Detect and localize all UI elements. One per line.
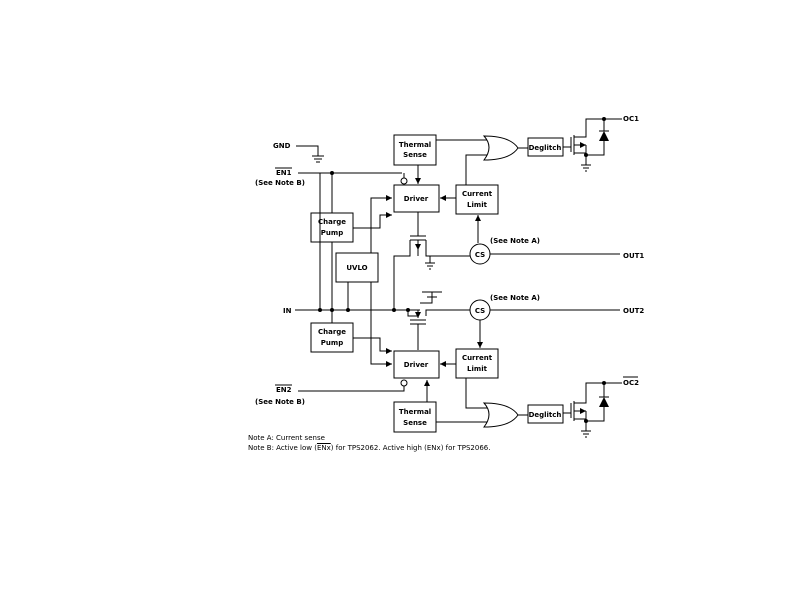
note-b: Note B: Active low (ENx) for TPS2062. Ac…	[248, 443, 490, 453]
ground-icon	[581, 164, 591, 172]
ground-icon	[581, 430, 591, 438]
ground-icon	[425, 262, 435, 270]
current-limit-1-line1: Current	[462, 190, 493, 198]
charge-pump-2-line2: Pump	[321, 339, 343, 347]
pin-out1-label: OUT1	[623, 252, 644, 260]
current-limit-2-line2: Limit	[467, 365, 488, 373]
ground-icon	[422, 291, 442, 298]
thermal-sense-1-block	[393, 134, 437, 166]
oc1-output-transistor	[570, 118, 622, 165]
power-switch-1-transistor	[393, 235, 470, 310]
cs-1-note: (See Note A)	[490, 237, 540, 245]
en2-wire	[298, 386, 405, 392]
en1-inverter-bubble	[400, 177, 408, 185]
thermal-sense-1-line2: Sense	[403, 151, 427, 159]
pin-en2-note: (See Note B)	[255, 398, 305, 406]
limit-to-or-1-wire	[465, 154, 490, 185]
uvlo-block	[335, 252, 379, 283]
deglitch-2-label: Deglitch	[529, 411, 562, 419]
pin-en1-label: EN1	[276, 169, 292, 177]
driver-1-label: Driver	[404, 195, 429, 203]
driver-2-label: Driver	[404, 361, 429, 369]
current-limit-1-line2: Limit	[467, 201, 488, 209]
junction-dot	[392, 308, 396, 312]
gnd-wire	[296, 145, 319, 156]
footnotes: Note A: Current sense Note B: Active low…	[248, 433, 490, 453]
driver-1-block	[393, 184, 440, 213]
pin-in-label: IN	[283, 307, 292, 315]
driver-2-block	[393, 350, 440, 379]
pin-out2-label: OUT2	[623, 307, 644, 315]
cs-2-note: (See Note A)	[490, 294, 540, 302]
cs-2-label: CS	[475, 307, 485, 315]
thermal-sense-1-line1: Thermal	[399, 141, 431, 149]
pin-gnd-label: GND	[273, 142, 291, 150]
deglitch-2-block	[527, 404, 564, 424]
en2-inverter-bubble	[400, 379, 408, 387]
ground-icon	[312, 155, 324, 163]
pin-oc1-label: OC1	[623, 115, 639, 123]
pump-to-driver-1-wire	[353, 212, 392, 229]
uvlo-label: UVLO	[346, 264, 367, 272]
charge-pump-2-block	[310, 322, 354, 353]
pump-to-driver-2-wire	[353, 337, 392, 354]
or-gate-2	[482, 402, 519, 428]
oc2-clamp-diode-icon	[586, 383, 609, 422]
pin-en2-label: EN2	[276, 386, 292, 394]
uvlo-to-driver-2-wire	[370, 282, 392, 367]
thermal-sense-2-block	[393, 401, 437, 433]
charge-pump-1-line2: Pump	[321, 229, 343, 237]
thermal-sense-2-line1: Thermal	[399, 408, 431, 416]
current-limit-2-line1: Current	[462, 354, 493, 362]
note-b-suffix: ) for TPS2062. Active high (ENx) for TPS…	[330, 444, 491, 452]
current-limit-1-block	[455, 184, 499, 215]
uvlo-to-driver-1-wire	[370, 195, 392, 253]
or-gate-1	[482, 135, 519, 161]
cs-1-label: CS	[475, 251, 485, 259]
oc2-output-transistor	[570, 382, 622, 431]
limit-to-or-2-wire	[465, 378, 490, 409]
deglitch-1-label: Deglitch	[529, 144, 562, 152]
thermal-sense-2-line2: Sense	[403, 419, 427, 427]
current-limit-2-block	[455, 348, 499, 379]
pin-en1-note: (See Note B)	[255, 179, 305, 187]
oc1-clamp-diode-icon	[586, 119, 609, 156]
note-b-overline: ENx	[316, 444, 331, 452]
charge-pump-2-line1: Charge	[318, 328, 346, 336]
note-a: Note A: Current sense	[248, 434, 325, 442]
charge-pump-1-line1: Charge	[318, 218, 346, 226]
note-b-prefix: Note B: Active low (	[248, 444, 317, 452]
pin-oc2-label: OC2	[623, 379, 639, 387]
power-switch-2-transistor	[407, 297, 470, 325]
